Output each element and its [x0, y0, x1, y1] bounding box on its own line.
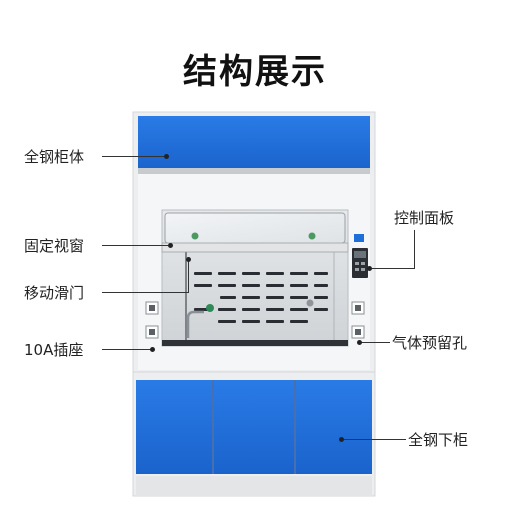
leader-control-panel-h [370, 268, 415, 269]
worktop [162, 340, 348, 346]
top-cabinet-shadow [138, 168, 370, 174]
leader-sliding-door-v [188, 260, 189, 293]
leader-socket-10a [102, 349, 152, 350]
label-steel-top-cabinet: 全钢柜体 [24, 148, 85, 166]
leader-steel-lower-cabinet [342, 439, 406, 440]
window-fastener-right [308, 232, 316, 240]
lower-door-1 [136, 380, 212, 474]
faucet-valve [206, 304, 214, 312]
leader-control-panel-v [414, 230, 415, 268]
label-steel-lower-cabinet: 全钢下柜 [408, 431, 469, 449]
label-gas-reserve-hole: 气体预留孔 [392, 334, 468, 352]
page-title: 结构展示 [183, 52, 327, 92]
lower-door-2 [214, 380, 294, 474]
valve-right [306, 299, 314, 307]
label-control-panel: 控制面板 [394, 209, 455, 227]
label-view-window: 固定视窗 [24, 237, 85, 255]
dot-sliding-door [186, 257, 191, 262]
leader-sliding-door-h [102, 292, 188, 293]
dot-socket-10a [150, 347, 155, 352]
dot-steel-top-cabinet [164, 154, 169, 159]
dot-view-window [168, 243, 173, 248]
sliding-door-rail [161, 242, 349, 253]
fixed-view-window [164, 212, 346, 244]
dot-gas-reserve-hole [357, 340, 362, 345]
plinth [136, 476, 372, 496]
control-indicator [354, 234, 364, 242]
dot-steel-lower-cabinet [339, 437, 344, 442]
label-socket-10a: 10A插座 [24, 341, 84, 359]
dot-control-panel [367, 266, 372, 271]
lower-door-3 [296, 380, 372, 474]
faucet [186, 310, 204, 338]
label-sliding-door: 移动滑门 [24, 284, 85, 302]
back-wall-slots [194, 272, 328, 323]
leader-view-window [102, 245, 168, 246]
leader-gas-reserve-hole [360, 342, 390, 343]
window-fastener-left [191, 232, 199, 240]
leader-steel-top-cabinet [102, 156, 164, 157]
top-steel-cabinet [138, 116, 370, 170]
